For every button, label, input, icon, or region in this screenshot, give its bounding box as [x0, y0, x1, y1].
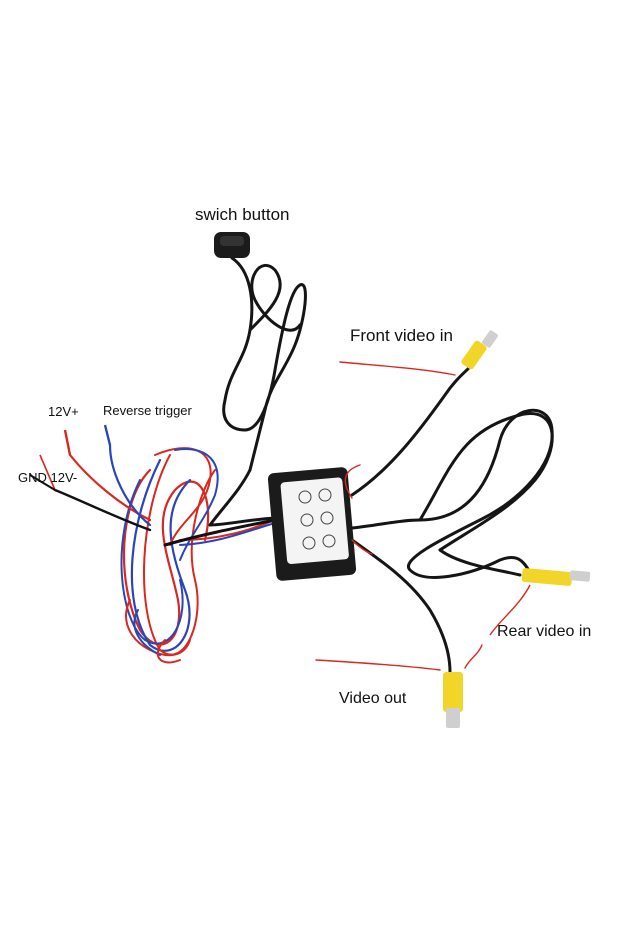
rear-video-in-label: Rear video in — [497, 623, 592, 640]
switch-module — [267, 467, 357, 581]
video-out-cable — [315, 538, 483, 674]
video-out-label: Video out — [339, 690, 407, 707]
rear-video-in-cable — [350, 408, 554, 579]
switch-button-cable — [208, 256, 307, 527]
switch-button-label: swich button — [195, 205, 290, 224]
rear-rca-connector — [521, 568, 591, 586]
front-video-in-label: Front video in — [350, 326, 453, 345]
video-out-rca-connector — [443, 672, 463, 728]
v12-plus-label: 12V+ — [48, 404, 79, 419]
power-wire-bundle — [53, 443, 277, 664]
gnd-12v-label: GND 12V- — [18, 470, 78, 485]
front-video-in-cable — [339, 361, 474, 499]
switch-button — [214, 232, 250, 258]
front-rca-connector — [461, 330, 498, 370]
reverse-trigger-label: Reverse trigger — [103, 403, 192, 418]
wire-tips — [29, 424, 112, 491]
